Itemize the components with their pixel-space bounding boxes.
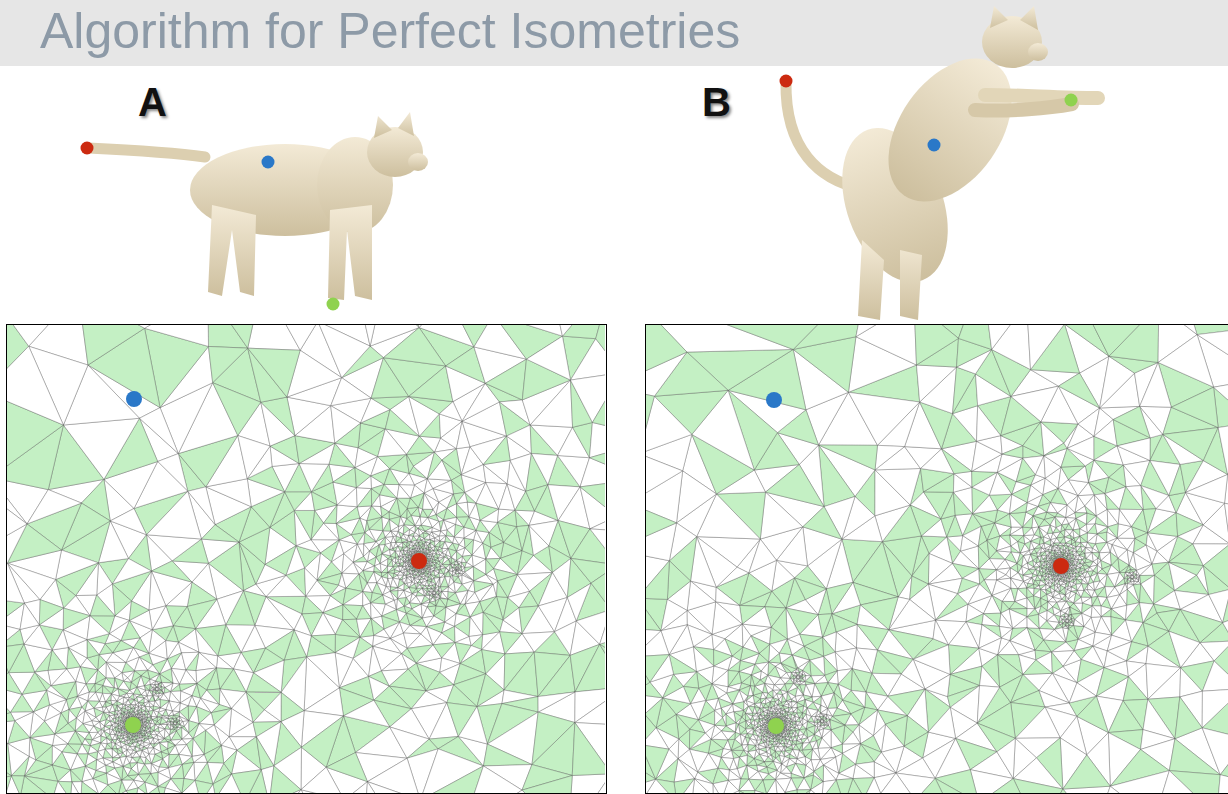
cat-arm xyxy=(985,95,1098,98)
cat-a-model xyxy=(81,112,429,311)
green-marker xyxy=(327,298,340,311)
red-marker xyxy=(780,75,793,88)
green-marker xyxy=(1065,94,1078,107)
red-marker xyxy=(81,142,94,155)
cat-b-model xyxy=(780,6,1099,320)
mesh-parameterization xyxy=(7,325,605,793)
cat-hind-legs xyxy=(208,205,256,296)
cat-snout xyxy=(408,153,428,171)
cat-snout xyxy=(1028,43,1048,61)
cat-arm xyxy=(975,104,1072,111)
cat-tail xyxy=(88,148,205,157)
cat-front-legs xyxy=(328,205,372,300)
mesh-panel xyxy=(6,324,607,794)
blue-marker xyxy=(262,156,275,169)
blue-marker xyxy=(928,139,941,152)
